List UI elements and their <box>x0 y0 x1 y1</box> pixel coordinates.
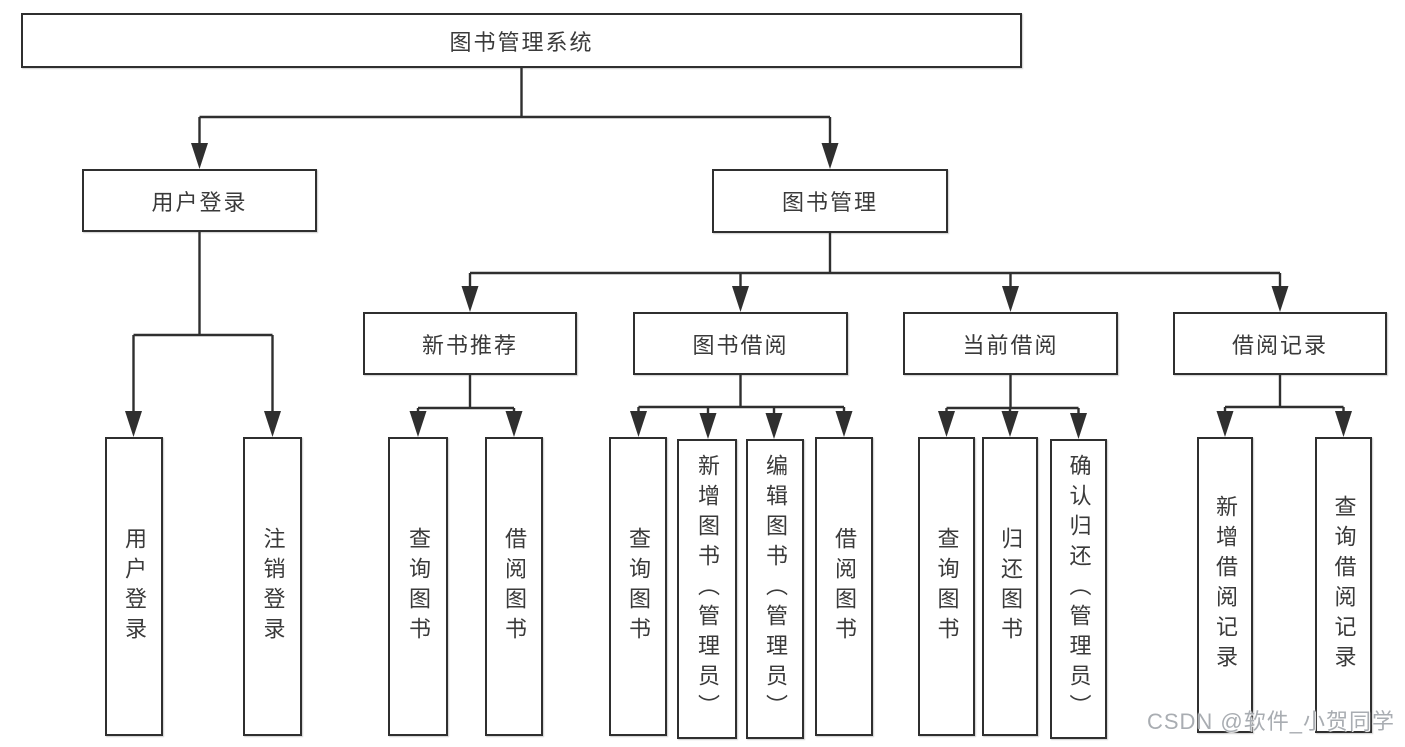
leaf-records-query-borrow-record: 查询借阅记录 <box>1315 437 1372 733</box>
arrow-to-book-management <box>821 143 839 169</box>
arrow-to-leaf-records-add <box>1216 411 1234 437</box>
arrow-to-user-login <box>191 143 208 169</box>
arrow-to-leaf-newbook-borrow <box>505 411 523 437</box>
leaf-borrow-borrow-books: 借阅图书 <box>815 437 873 736</box>
leaf-borrow-add-books-admin: 新增图书（管理员） <box>677 439 737 739</box>
arrow-to-leaf-borrow-edit <box>765 413 783 439</box>
arrow-to-leaf-user-login <box>125 411 142 437</box>
leaf-user-login: 用户登录 <box>105 437 163 736</box>
leaf-borrow-edit-books-admin: 编辑图书（管理员） <box>746 439 804 739</box>
node-user-login: 用户登录 <box>82 169 317 232</box>
arrow-to-leaf-borrow-query <box>630 411 647 437</box>
node-book-borrow: 图书借阅 <box>633 312 848 375</box>
arrow-to-leaf-current-query <box>938 411 955 437</box>
arrow-to-leaf-newbook-query <box>409 411 427 437</box>
node-root: 图书管理系统 <box>21 13 1022 68</box>
arrow-to-leaf-current-return <box>1001 411 1019 437</box>
arrow-to-borrow-records <box>1271 286 1289 312</box>
arrow-to-leaf-records-query <box>1335 411 1352 437</box>
leaf-current-return-books: 归还图书 <box>982 437 1038 736</box>
watermark-text: CSDN @软件_小贺同学 <box>1146 709 1395 734</box>
leaf-newbook-query-books: 查询图书 <box>388 437 448 736</box>
node-new-book-recommend: 新书推荐 <box>363 312 577 375</box>
leaf-borrow-query-books: 查询图书 <box>609 437 667 736</box>
node-current-borrow: 当前借阅 <box>903 312 1118 375</box>
arrow-to-current-borrow <box>1002 286 1019 312</box>
node-borrow-records: 借阅记录 <box>1173 312 1387 375</box>
arrow-to-leaf-borrow-borrow <box>835 411 853 437</box>
node-book-management: 图书管理 <box>712 169 948 233</box>
leaf-current-confirm-return-admin: 确认归还（管理员） <box>1050 439 1107 739</box>
arrow-to-leaf-borrow-add <box>699 413 717 439</box>
leaf-newbook-borrow-books: 借阅图书 <box>485 437 543 736</box>
arrow-to-leaf-current-confirm <box>1070 413 1087 439</box>
arrow-to-leaf-logout <box>264 411 281 437</box>
leaf-logout-login: 注销登录 <box>243 437 302 736</box>
leaf-records-add-borrow-record: 新增借阅记录 <box>1197 437 1253 733</box>
leaf-current-query-books: 查询图书 <box>918 437 975 736</box>
arrow-to-book-borrow <box>732 286 749 312</box>
arrow-to-new-book-recommend <box>461 286 479 312</box>
